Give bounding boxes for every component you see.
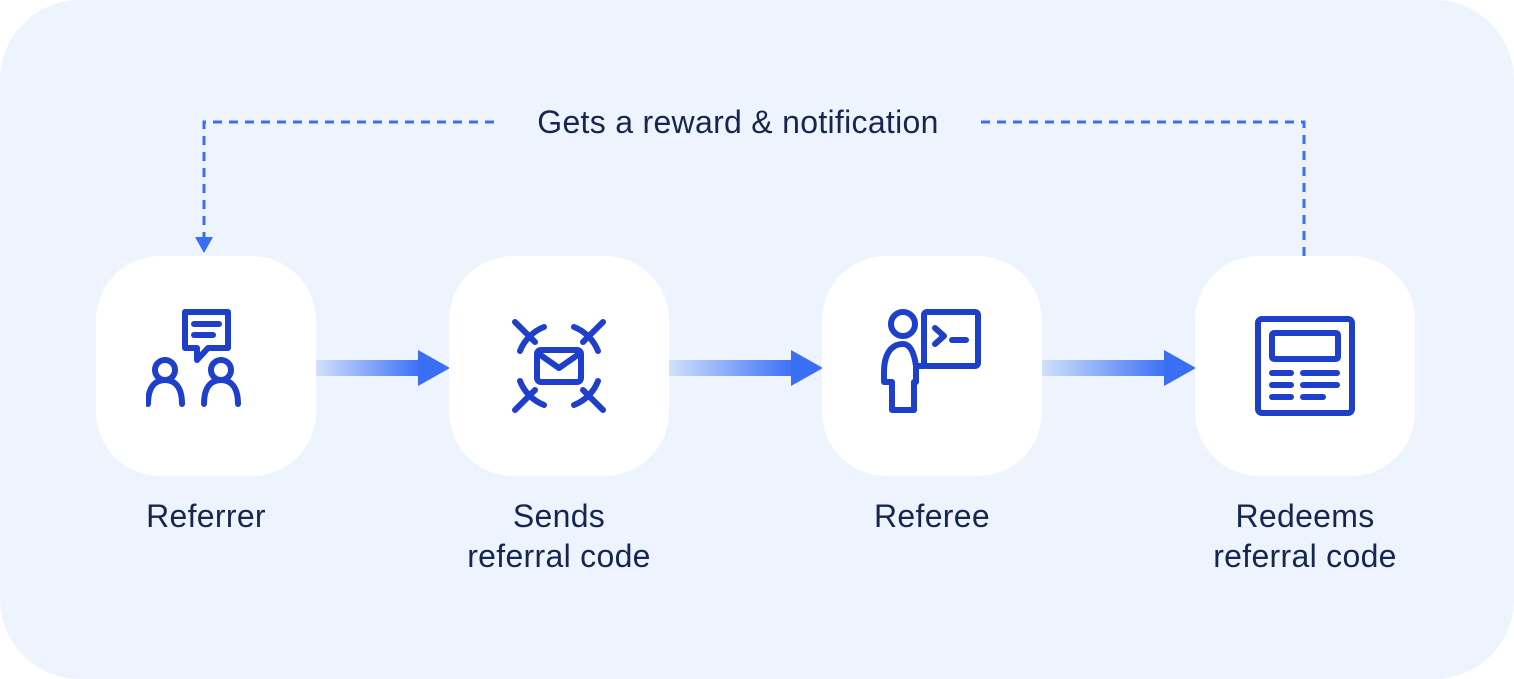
step-sends-code-label: Sends referral code bbox=[409, 496, 709, 576]
flow-arrow-3 bbox=[1042, 350, 1196, 386]
step-redeems-code-label-line-2: referral code bbox=[1213, 538, 1397, 574]
step-referee-label-line: Referee bbox=[874, 498, 990, 534]
chat-people-icon bbox=[146, 309, 241, 407]
step-referrer-card bbox=[96, 256, 316, 476]
step-redeems-code-label: Redeems referral code bbox=[1155, 496, 1455, 576]
target-envelope-icon bbox=[512, 319, 606, 413]
step-referee-card bbox=[822, 256, 1042, 476]
flow-arrow-2 bbox=[669, 350, 823, 386]
step-referrer-label-line: Referrer bbox=[146, 498, 266, 534]
step-referee-label: Referee bbox=[782, 496, 1082, 536]
step-referrer-label: Referrer bbox=[56, 496, 356, 536]
web-page-icon bbox=[1255, 316, 1355, 416]
reward-loop-line bbox=[202, 120, 1306, 256]
step-sends-code-label-line-2: referral code bbox=[467, 538, 651, 574]
person-presenting-icon bbox=[881, 309, 981, 413]
step-sends-code-label-line-1: Sends bbox=[512, 498, 606, 534]
reward-loop-label: Gets a reward & notification bbox=[498, 100, 978, 144]
step-sends-code-card bbox=[449, 256, 669, 476]
step-redeems-code-label-line-1: Redeems bbox=[1235, 498, 1375, 534]
reward-loop-arrowhead bbox=[195, 237, 213, 253]
step-redeems-code-card bbox=[1195, 256, 1415, 476]
flow-arrow-1 bbox=[316, 350, 450, 386]
